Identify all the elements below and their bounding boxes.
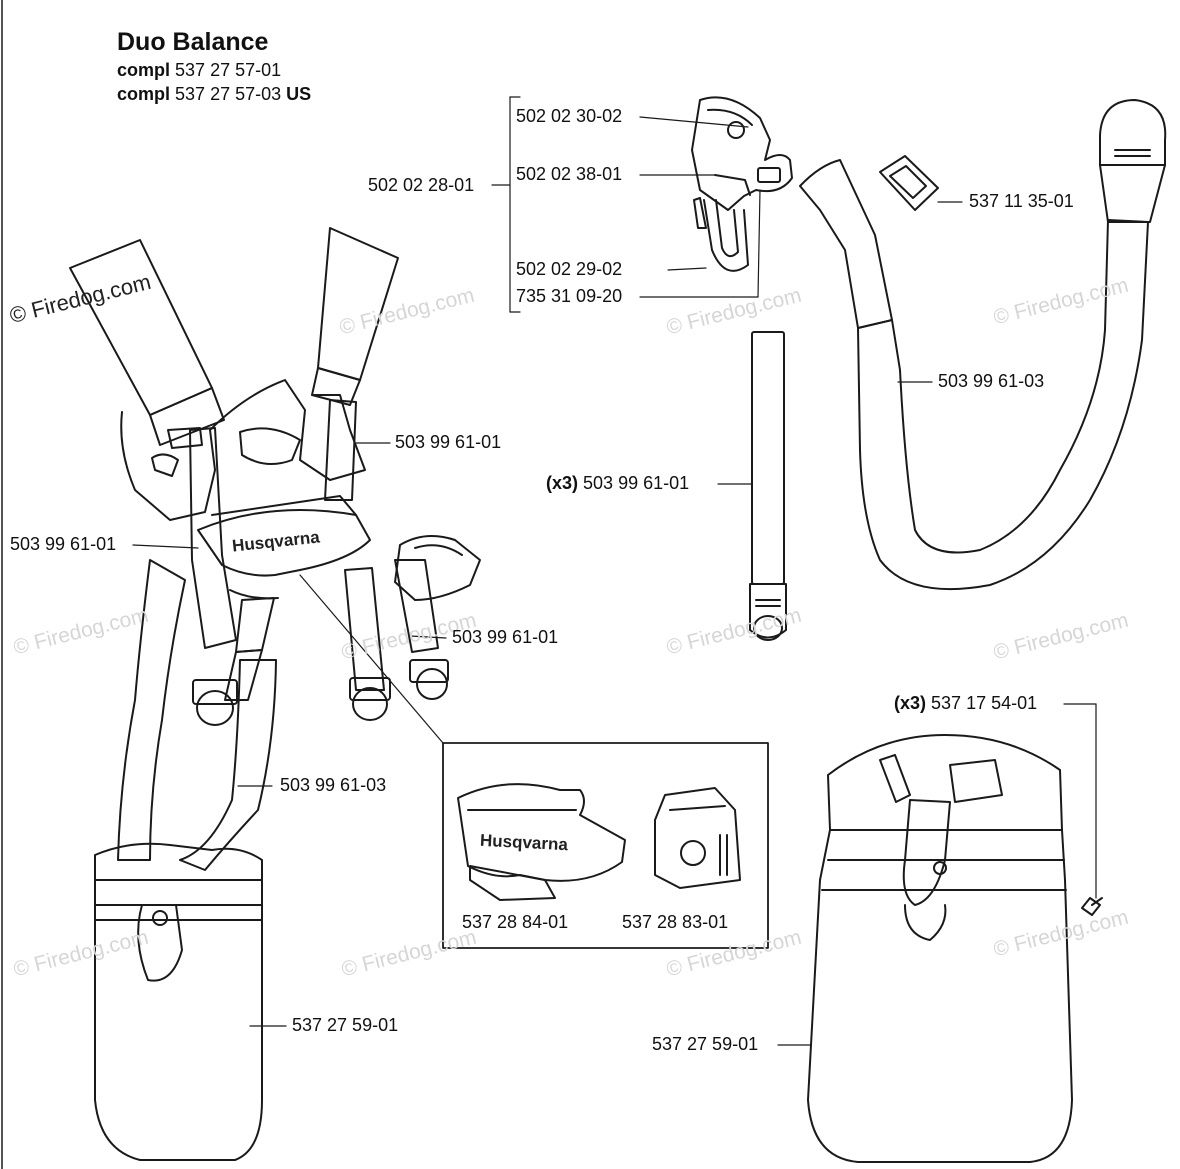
part-label-x3: (x3) 537 17 54-01 <box>894 693 1037 714</box>
assembly-bracket <box>491 96 521 313</box>
part-label: 502 02 28-01 <box>368 175 475 195</box>
clip-drawing <box>691 96 793 272</box>
part-label: 503 99 61-03 <box>280 775 387 795</box>
kit-prefix: compl <box>117 60 171 80</box>
part-label: 503 99 61-03 <box>938 371 1045 391</box>
kit-number-row: compl 537 27 57-03 US <box>117 84 311 105</box>
kit-number: 537 27 57-01 <box>175 60 282 80</box>
kit-number: 537 27 57-03 <box>175 84 282 104</box>
part-label: 502 02 30-02 <box>516 106 623 126</box>
leader-lines <box>132 116 1097 1046</box>
kit-suffix: US <box>286 84 312 104</box>
part-label: 735 31 09-20 <box>516 286 623 306</box>
part-label: 537 28 84-01 <box>462 912 569 932</box>
quantity-prefix: (x3) <box>546 473 579 493</box>
part-label: 502 02 38-01 <box>516 164 623 184</box>
bent-strap-drawing <box>799 99 1167 591</box>
part-label-x3: (x3) 503 99 61-01 <box>546 473 689 494</box>
part-label: 537 27 59-01 <box>652 1034 759 1054</box>
part-label: 503 99 61-01 <box>10 534 117 554</box>
kit-number-row: compl 537 27 57-01 <box>117 60 281 81</box>
kit-prefix: compl <box>117 84 171 104</box>
inset-box <box>442 742 769 949</box>
harness-drawing <box>69 227 481 1161</box>
buckle-drawing <box>879 155 939 211</box>
part-label: 537 27 59-01 <box>292 1015 399 1035</box>
part-label: 537 11 35-01 <box>969 191 1074 211</box>
inset-callout-line <box>299 574 444 744</box>
large-bag-drawing <box>807 734 1103 1163</box>
part-label: 503 99 61-01 <box>452 627 559 647</box>
part-label: 503 99 61-01 <box>395 432 502 452</box>
part-number: 537 17 54-01 <box>931 693 1038 713</box>
quantity-prefix: (x3) <box>894 693 927 713</box>
straight-strap-drawing <box>749 331 787 641</box>
part-label: 537 28 83-01 <box>622 912 729 932</box>
part-number: 503 99 61-01 <box>583 473 690 493</box>
page-title: Duo Balance <box>117 28 269 56</box>
part-label: 502 02 29-02 <box>516 259 623 279</box>
